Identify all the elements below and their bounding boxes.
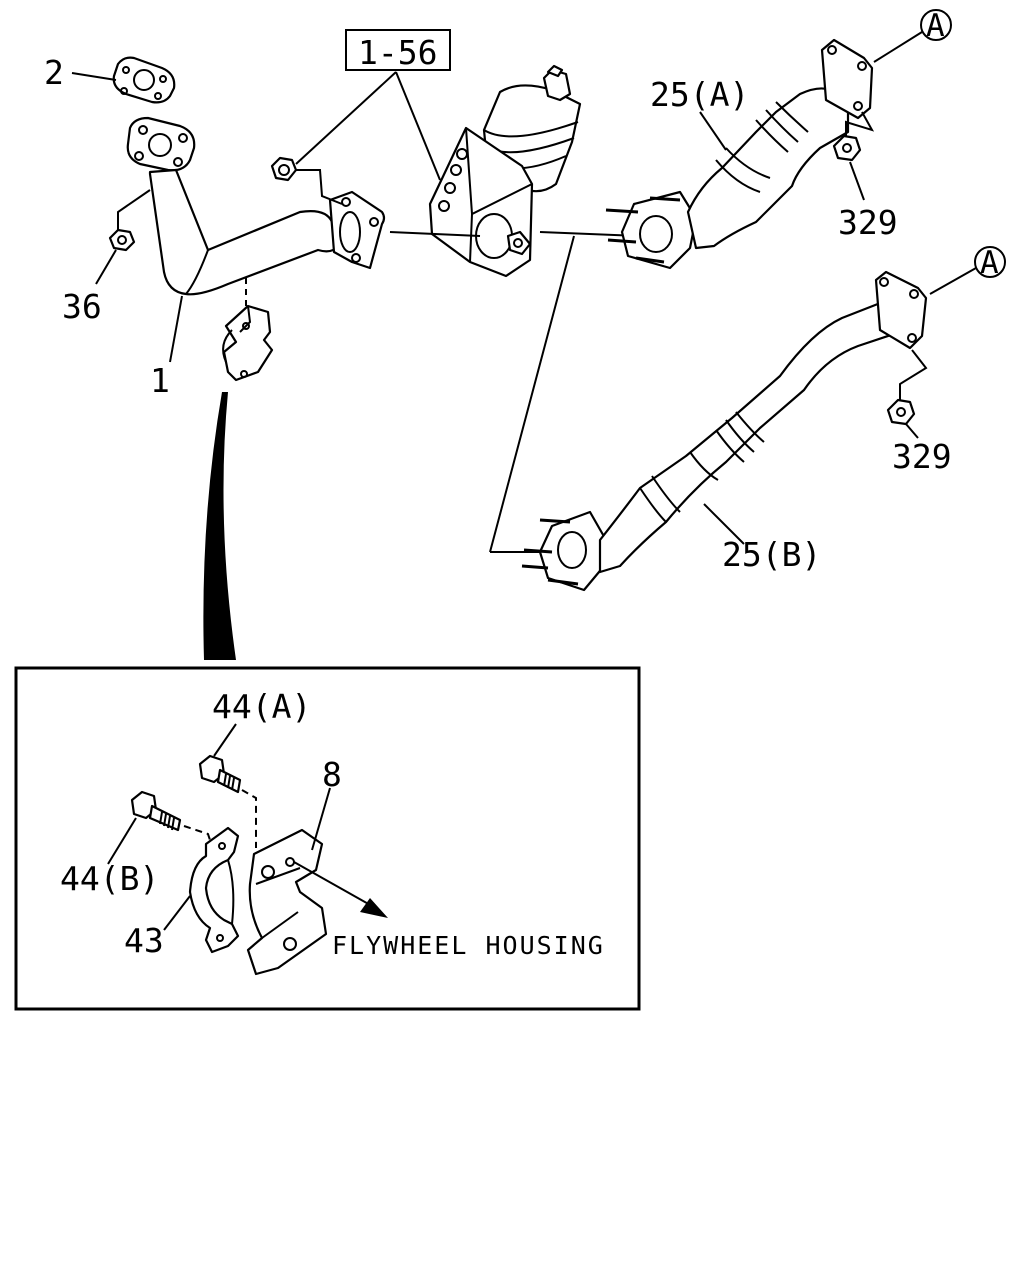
leader-nut-bottom-to-flange bbox=[899, 349, 928, 400]
leader-valve-to-25b bbox=[489, 235, 575, 553]
leader-part-44a bbox=[213, 723, 237, 757]
part-8-bracket bbox=[246, 828, 328, 976]
part-43-clamp bbox=[188, 826, 240, 954]
leader-bolt-to-flange bbox=[296, 169, 343, 205]
callout-part-43: 43 bbox=[124, 921, 164, 960]
flywheel-housing-note: FLYWHEEL HOUSING bbox=[332, 931, 605, 960]
leader-44a-to-bracket bbox=[241, 789, 257, 848]
detail-zoom-pointer bbox=[203, 392, 236, 660]
callout-part-329-bottom: 329 bbox=[892, 437, 952, 476]
part-36-nut bbox=[108, 228, 136, 252]
callout-part-1: 1 bbox=[150, 361, 170, 400]
callout-ref-a-top: A bbox=[926, 8, 945, 44]
leader-nut-to-flange bbox=[117, 189, 151, 230]
leader-1-56-bolt bbox=[295, 71, 397, 165]
callout-ref-a-bottom: A bbox=[980, 245, 999, 281]
leader-part-329-bottom bbox=[905, 423, 919, 439]
arrow-flywheel-housing-line bbox=[293, 861, 373, 907]
leader-part-43 bbox=[163, 895, 191, 931]
part-44a-bolt bbox=[198, 754, 242, 794]
leader-part-36 bbox=[95, 249, 117, 285]
leader-part-25a bbox=[699, 111, 727, 151]
part-25a-pipe bbox=[605, 38, 874, 270]
callout-part-8: 8 bbox=[322, 755, 342, 794]
bolt-icon bbox=[270, 156, 298, 182]
part-25b-pipe bbox=[521, 270, 928, 592]
callout-part-329-top: 329 bbox=[838, 203, 898, 242]
detail-box bbox=[14, 666, 641, 1011]
leader-ref-a-top bbox=[873, 31, 923, 63]
callout-part-44b: 44(B) bbox=[60, 859, 159, 898]
ref-circle-a-bottom bbox=[974, 246, 1006, 278]
callout-ref-1-56: 1-56 bbox=[358, 33, 437, 72]
arrow-flywheel-housing-head bbox=[360, 898, 388, 918]
exhaust-brake-valve bbox=[428, 64, 582, 278]
ref-box-1-56 bbox=[345, 29, 451, 71]
callout-part-2: 2 bbox=[44, 53, 64, 92]
leader-ref-a-bottom bbox=[929, 267, 977, 295]
leader-part-44b bbox=[107, 817, 137, 865]
callout-part-44a: 44(A) bbox=[212, 687, 311, 726]
leader-part-25b bbox=[703, 503, 745, 545]
callout-part-25a: 25(A) bbox=[650, 75, 749, 114]
leader-part-2 bbox=[71, 72, 117, 81]
part-329-top-nut bbox=[832, 134, 862, 162]
ref-circle-a-top bbox=[920, 9, 952, 41]
part-2-gasket bbox=[112, 56, 176, 104]
leader-part-1 bbox=[169, 295, 183, 363]
leader-flange-to-valve bbox=[389, 231, 481, 237]
part-44b-bolt bbox=[130, 790, 182, 832]
callout-part-36: 36 bbox=[62, 287, 102, 326]
callout-part-25b: 25(B) bbox=[722, 535, 821, 574]
leader-part-8 bbox=[311, 787, 331, 851]
part-329-bottom-nut bbox=[886, 398, 916, 426]
leader-44b-to-clamp bbox=[183, 825, 213, 847]
part-1-front-pipe bbox=[126, 116, 386, 382]
leader-1-56-valve bbox=[395, 71, 441, 181]
leader-nut-top-to-flange bbox=[845, 111, 875, 136]
leader-part-329-top bbox=[849, 161, 865, 201]
